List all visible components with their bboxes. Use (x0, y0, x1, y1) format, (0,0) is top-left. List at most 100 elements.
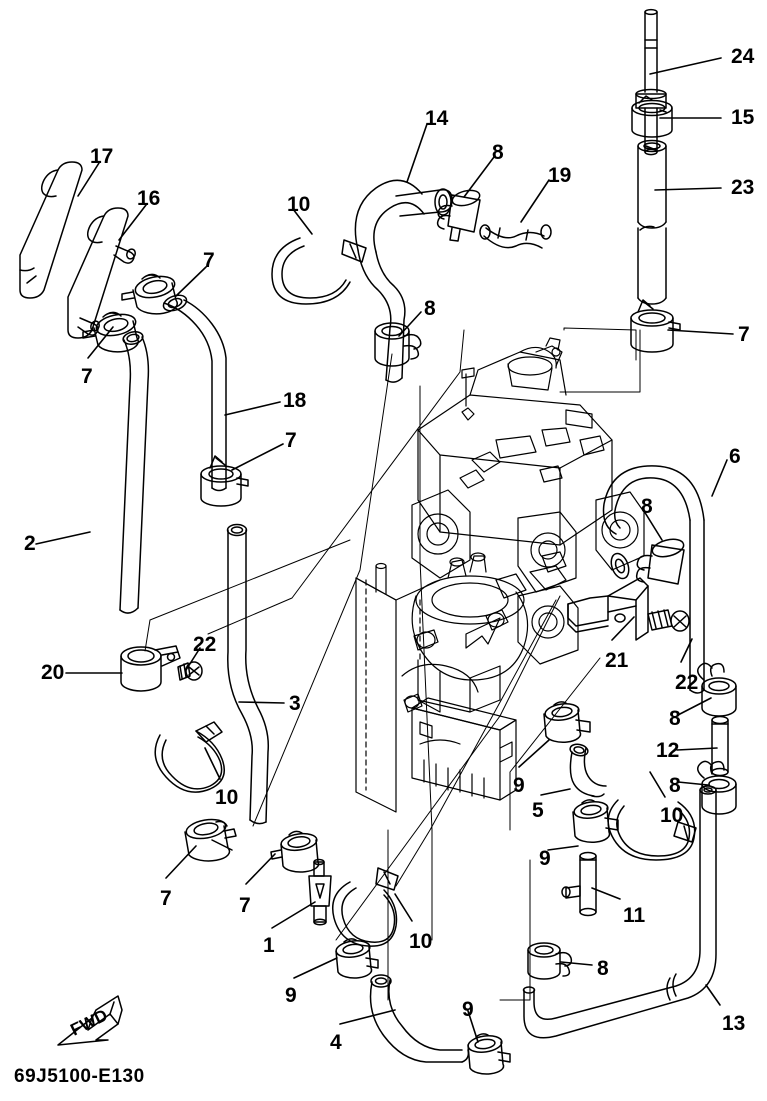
callout-number-12: 12 (656, 739, 680, 762)
part-22-screw-right (647, 609, 690, 632)
leader-line-10 (649, 771, 666, 798)
callout-number-6: 6 (729, 445, 741, 468)
callout-number-3: 3 (289, 692, 301, 715)
callout-number-7: 7 (738, 323, 750, 346)
leader-line-13 (705, 984, 721, 1006)
part-3-hose (226, 523, 270, 825)
leader-line-8 (463, 156, 495, 198)
callout-number-8: 8 (424, 297, 436, 320)
leader-line-8 (677, 781, 709, 786)
callout-number-14: 14 (425, 107, 449, 130)
leader-line-22 (185, 647, 201, 671)
engine-block (355, 337, 645, 813)
part-13-hose (522, 785, 717, 1039)
leader-line-14 (406, 123, 428, 183)
leader-line-21 (611, 616, 635, 641)
leader-line-22 (680, 638, 693, 663)
leader-line-10 (204, 747, 221, 780)
callout-number-20: 20 (41, 661, 65, 684)
leader-line-8 (643, 510, 663, 541)
leader-line-9 (467, 1010, 479, 1043)
callout-number-11: 11 (623, 904, 646, 927)
leader-line-2 (35, 531, 91, 545)
callout-number-13: 13 (722, 1012, 746, 1035)
callout-number-17: 17 (90, 145, 114, 168)
callout-number-24: 24 (731, 45, 755, 68)
callout-number-7: 7 (203, 249, 215, 272)
leader-line-9 (547, 845, 579, 851)
construction-lines (144, 327, 641, 1001)
callout-number-7: 7 (239, 894, 251, 917)
part-15-clamp (631, 95, 673, 138)
part-6-hose (602, 465, 705, 694)
leader-line-24 (649, 57, 722, 75)
leader-line-7 (667, 329, 734, 335)
part-10-band-right (607, 799, 697, 861)
leader-line-11 (591, 887, 621, 900)
callout-number-8: 8 (641, 495, 653, 518)
part-1-valve (308, 858, 332, 926)
part-21-bracket (567, 577, 649, 641)
callout-number-8: 8 (492, 141, 504, 164)
leader-line-9 (293, 957, 338, 979)
callout-number-8: 8 (669, 707, 681, 730)
callout-number-10: 10 (409, 930, 433, 953)
fwd-marker (57, 995, 123, 1046)
callout-number-18: 18 (283, 389, 307, 412)
callout-number-16: 16 (137, 187, 161, 210)
callout-number-7: 7 (160, 887, 172, 910)
part-14-hose (354, 179, 453, 383)
part-10-band-bottom (332, 867, 399, 947)
part-7-clamp-right (630, 299, 681, 353)
callout-number-23: 23 (731, 176, 755, 199)
fwd-label: FWD (67, 1006, 110, 1040)
callout-number-10: 10 (660, 804, 684, 827)
part-7-clamp-hose18 (200, 455, 249, 507)
leader-line-18 (224, 401, 281, 416)
callout-number-9: 9 (539, 847, 551, 870)
callout-number-1: 1 (263, 934, 275, 957)
leader-line-17 (77, 162, 100, 197)
part-9-clamp-b1 (335, 938, 379, 979)
leader-line-8 (398, 311, 422, 337)
part-10-band-top (271, 237, 367, 305)
part-code-label: 69J5100-E130 (14, 1066, 145, 1087)
callout-number-22: 22 (675, 671, 699, 694)
part-8-clamp-top2 (374, 322, 422, 367)
callout-number-7: 7 (81, 365, 93, 388)
leader-line-8 (677, 697, 712, 716)
part-9-clamp-r1 (543, 701, 591, 743)
part-7-clamp-left-upper (121, 273, 178, 315)
part-11-pipe (561, 851, 597, 917)
callout-number-2: 2 (24, 532, 36, 555)
callout-number-9: 9 (285, 984, 297, 1007)
leader-line-10 (292, 208, 313, 235)
part-8-clamp-r1 (635, 538, 685, 585)
part-7-clamp-left-lower (82, 311, 139, 353)
leader-line-3 (238, 701, 285, 704)
part-18-hose (162, 294, 227, 492)
part-22-screw-left (177, 661, 203, 681)
part-5-hose (569, 743, 607, 798)
part-4-hose (369, 974, 470, 1063)
part-8-clamp-top1 (436, 189, 481, 242)
part-19-hose (479, 224, 552, 249)
leader-line-19 (520, 179, 550, 223)
leader-line-6 (711, 459, 728, 497)
leader-line-7 (245, 853, 276, 885)
leader-line-4 (339, 1009, 396, 1025)
part-10-band-left (154, 721, 225, 793)
callout-number-21: 21 (605, 649, 629, 672)
leader-line-5 (540, 788, 571, 796)
callout-number-15: 15 (731, 106, 755, 129)
callout-number-19: 19 (548, 164, 572, 187)
callout-number-8: 8 (597, 957, 609, 980)
callout-number-8: 8 (669, 774, 681, 797)
leader-line-10 (394, 893, 413, 922)
leader-line-8 (560, 961, 593, 966)
part-9-clamp-b2 (467, 1033, 511, 1075)
callout-number-5: 5 (532, 799, 544, 822)
part-9-clamp-r2 (572, 799, 619, 843)
